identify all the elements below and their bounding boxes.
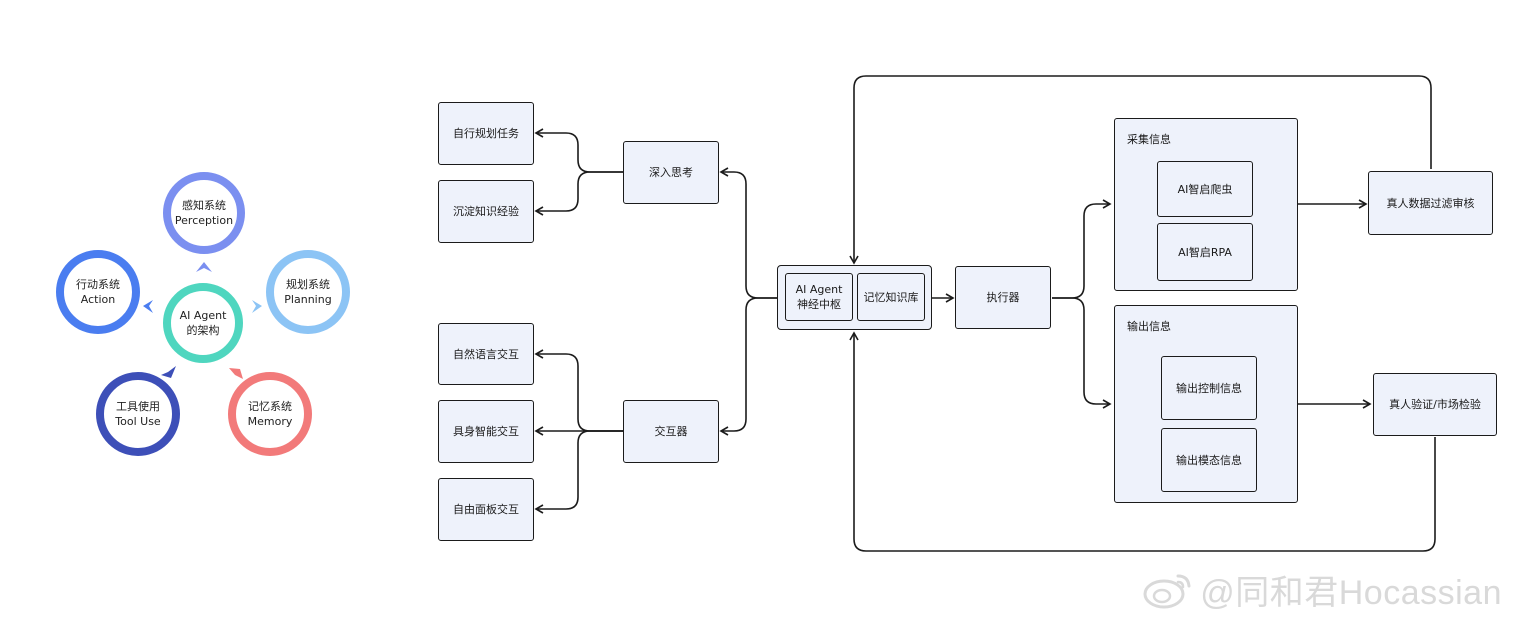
verify-label: 真人验证/市场检验 [1389,398,1481,411]
neural-core-line2: 神经中枢 [797,298,841,311]
collect-title: 采集信息 [1127,133,1171,146]
center-line1: AI Agent [179,309,227,322]
edge-hub-thinking [719,167,777,299]
edge-hub-interaction [719,297,777,436]
edge-review-loop [849,75,1432,265]
edge-interaction-natural [534,349,623,432]
thinking-box: 深入思考 [623,141,719,204]
action-en: Action [80,293,116,306]
edge-executor-collect [1052,199,1112,299]
neural-core-line1: AI Agent [795,283,843,296]
weibo-icon [1143,574,1191,608]
natural-language-box: 自然语言交互 [438,323,534,385]
modal-output-box: 输出模态信息 [1161,428,1257,492]
interaction-box: 交互器 [623,400,719,463]
watermark: @同和君Hocassian [1142,565,1502,614]
plan-task-label: 自行规划任务 [453,127,519,140]
review-box: 真人数据过滤审核 [1368,171,1493,235]
agent-hub: AI Agent 神经中枢 记忆知识库 [777,265,932,330]
review-label: 真人数据过滤审核 [1386,196,1475,210]
control-output-box: 输出控制信息 [1161,356,1257,420]
neural-core-box: AI Agent 神经中枢 [785,273,853,321]
rpa-box: AI智启RPA [1157,223,1253,281]
output-group: 输出信息 输出控制信息 输出模态信息 [1114,305,1298,503]
chevron-right-icon [252,300,262,313]
rpa-label: AI智启RPA [1178,245,1232,259]
tooluse-node: 工具使用 Tool Use [96,372,180,456]
edge-thinking-knowledge [534,171,623,216]
edge-verify-loop [849,331,1436,552]
chevron-down-right-icon [229,368,243,379]
chevron-down-left-icon [161,366,176,378]
cluster-chevrons [143,262,262,379]
embodied-box: 具身智能交互 [438,400,534,463]
memory-node: 记忆系统 Memory [228,372,312,456]
embodied-label: 具身智能交互 [453,425,519,438]
knowledge-label: 沉淀知识经验 [453,205,519,218]
memory-cn: 记忆系统 [248,400,292,413]
watermark-text: @同和君Hocassian [1200,574,1502,612]
verify-box: 真人验证/市场检验 [1373,373,1497,436]
interaction-label: 交互器 [654,425,688,438]
memory-kb-box: 记忆知识库 [857,273,925,321]
action-cn: 行动系统 [76,278,120,291]
crawler-label: AI智启爬虫 [1177,182,1233,196]
executor-box: 执行器 [955,266,1051,329]
collect-group: 采集信息 AI智启爬虫 AI智启RPA [1114,118,1298,291]
modal-output-label: 输出模态信息 [1176,453,1242,467]
center-line2: 的架构 [186,324,220,337]
planning-cn: 规划系统 [286,278,330,291]
planning-node: 规划系统 Planning [266,250,350,334]
chevron-up-icon [196,262,212,272]
memory-kb-label: 记忆知识库 [863,290,919,304]
plan-task-box: 自行规划任务 [438,102,534,165]
planning-en: Planning [284,293,332,306]
perception-en: Perception [174,214,234,227]
center-node: AI Agent 的架构 [163,283,243,363]
crawler-box: AI智启爬虫 [1157,161,1253,217]
memory-en: Memory [247,415,293,428]
output-title: 输出信息 [1127,320,1171,333]
edge-thinking-plan [534,128,623,173]
knowledge-box: 沉淀知识经验 [438,180,534,243]
control-output-label: 输出控制信息 [1176,381,1242,395]
perception-node: 感知系统 Perception [163,172,245,254]
thinking-label: 深入思考 [649,166,693,179]
panel-box: 自由面板交互 [438,478,534,541]
tooluse-en: Tool Use [115,415,161,428]
natural-language-label: 自然语言交互 [453,347,519,361]
tooluse-cn: 工具使用 [116,400,160,413]
perception-cn: 感知系统 [182,199,226,212]
action-node: 行动系统 Action [56,250,140,334]
chevron-left-icon [143,300,153,313]
executor-label: 执行器 [986,291,1020,304]
panel-label: 自由面板交互 [453,503,519,516]
edge-executor-output [1052,297,1112,409]
edge-interaction-panel [534,430,623,514]
